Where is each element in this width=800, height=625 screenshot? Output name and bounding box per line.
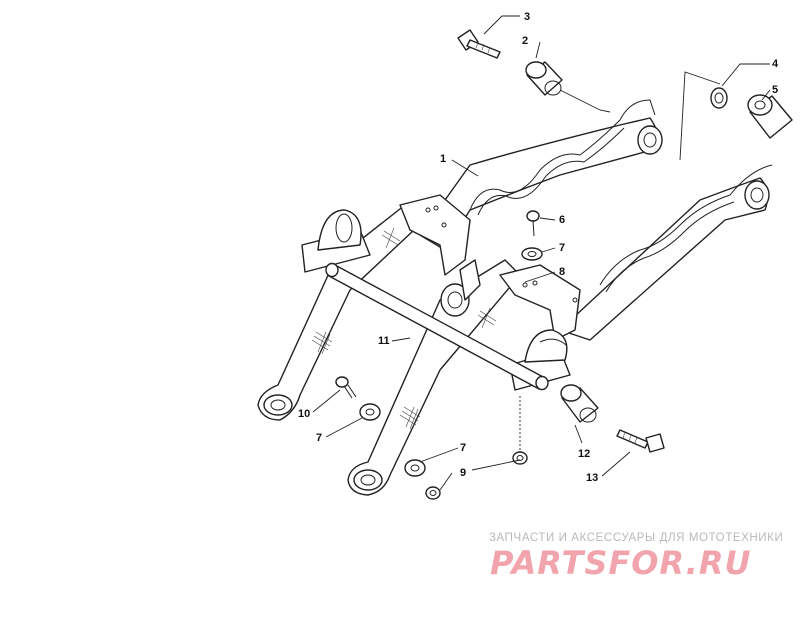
callout-1: 1	[440, 153, 446, 165]
bushing-12	[560, 384, 599, 423]
callout-11: 11	[378, 335, 390, 347]
callout-7-lower: 7	[460, 442, 466, 454]
cross-shaft	[325, 262, 549, 391]
washer-7-middle	[359, 403, 381, 421]
a-arm-frame	[419, 99, 773, 341]
lower-legs	[257, 204, 521, 496]
callout-2: 2	[522, 35, 528, 47]
callout-7-middle: 7	[316, 432, 322, 444]
callout-9: 9	[460, 467, 466, 479]
nut-9	[425, 486, 441, 500]
callout-5: 5	[772, 84, 778, 96]
spacer-top-right	[747, 94, 793, 139]
callout-12: 12	[578, 448, 590, 460]
bolt-10	[335, 376, 357, 399]
callout-3: 3	[524, 11, 530, 23]
watermark-logo: PARTSFOR.RU	[490, 544, 752, 582]
watermark-tagline: ЗАПЧАСТИ И АКСЕССУАРЫ ДЛЯ МОТОТЕХНИКИ	[489, 532, 784, 544]
callout-10: 10	[298, 408, 310, 420]
leader-lines	[312, 15, 771, 491]
bushing-top	[525, 61, 563, 96]
callout-13: 13	[586, 472, 598, 484]
bolt-top	[457, 29, 501, 59]
callout-8: 8	[559, 266, 565, 278]
washer-7-upper	[521, 247, 543, 261]
bolt-13	[616, 429, 665, 453]
callout-6: 6	[559, 214, 565, 226]
nut-under-shaft	[512, 451, 528, 465]
washer-7-lower	[404, 459, 426, 477]
mount-brackets	[301, 194, 581, 391]
callout-4: 4	[772, 58, 779, 70]
screw-6	[526, 210, 540, 237]
callout-labels: 3 2 4 5 1 6 7 8 11 10 7 7 9 12 13	[298, 11, 779, 484]
washer-top-right	[710, 87, 728, 109]
callout-7-upper: 7	[559, 242, 565, 254]
